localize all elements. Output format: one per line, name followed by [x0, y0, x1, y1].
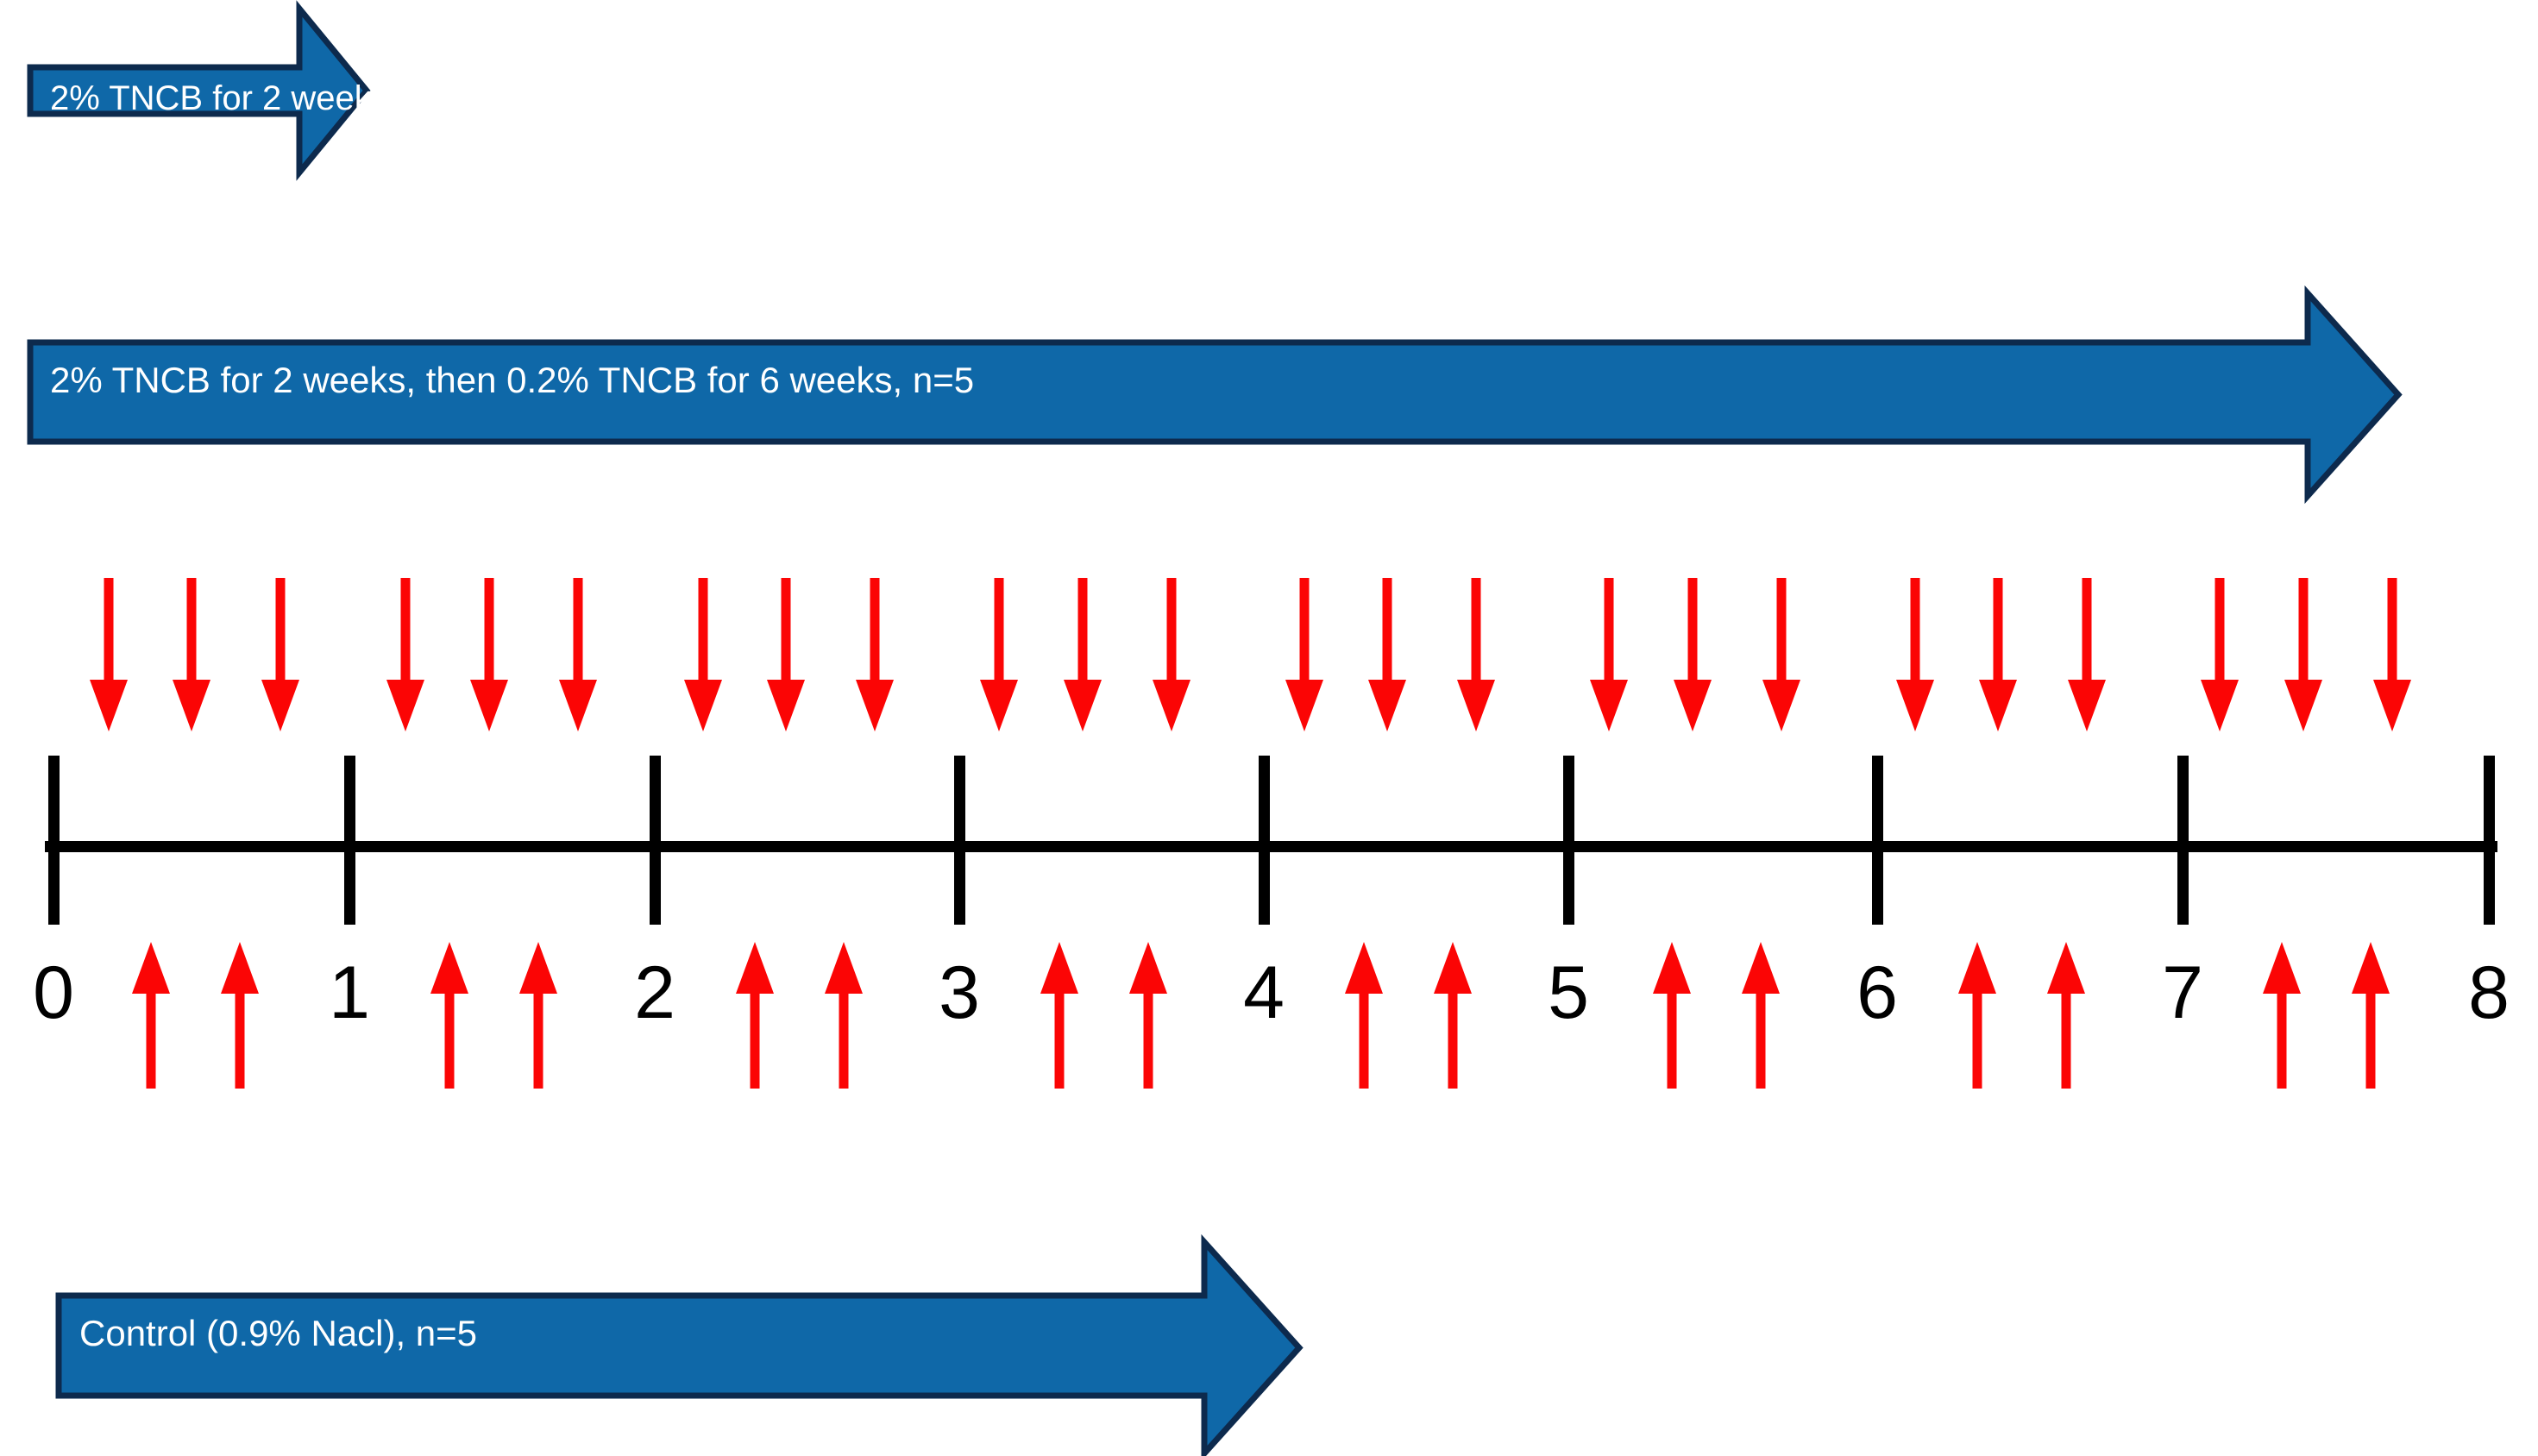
- down-arrow-icon: [1455, 578, 1497, 731]
- axis-tick-week-0: [47, 756, 60, 925]
- down-arrow-icon: [385, 578, 426, 731]
- down-arrow-icon: [1977, 578, 2019, 731]
- down-arrow-icon: [2283, 578, 2324, 731]
- up-arrow-icon: [518, 942, 559, 1089]
- down-arrow-icon: [854, 578, 895, 731]
- axis-label-week-6: 6: [1856, 951, 1898, 1034]
- down-arrow-icon: [1151, 578, 1192, 731]
- down-arrow-icon: [2066, 578, 2108, 731]
- axis-label-week-4: 4: [1243, 951, 1285, 1034]
- down-arrow-icon: [765, 578, 807, 731]
- axis-tick-week-6: [1871, 756, 1883, 925]
- axis-tick-week-5: [1562, 756, 1574, 925]
- up-arrow-icon: [429, 942, 470, 1089]
- up-arrow-icon: [734, 942, 776, 1089]
- axis-label-week-8: 8: [2468, 951, 2510, 1034]
- treatment-arrow-2-label: 2% TNCB for 2 weeks, then 0.2% TNCB for …: [50, 360, 975, 400]
- down-arrow-icon: [978, 578, 1020, 731]
- down-arrow-icon: [557, 578, 599, 731]
- up-arrow-icon: [130, 942, 172, 1089]
- down-arrow-icon: [1062, 578, 1103, 731]
- down-arrow-icon: [88, 578, 129, 731]
- up-arrow-icon: [2045, 942, 2087, 1089]
- treatment-arrow-1-label: 2% TNCB for 2 weeks, n=5: [50, 79, 467, 117]
- axis-baseline: [45, 841, 2497, 852]
- down-arrow-icon: [2372, 578, 2413, 731]
- down-arrow-icon: [1672, 578, 1713, 731]
- up-arrow-icon: [1957, 942, 1998, 1089]
- up-arrow-icon: [1740, 942, 1781, 1089]
- down-arrow-icon: [1284, 578, 1325, 731]
- axis-label-week-7: 7: [2162, 951, 2203, 1034]
- treatment-arrow-2: [27, 285, 2403, 505]
- control-arrow: [55, 1233, 1304, 1456]
- up-arrow-icon: [1039, 942, 1080, 1089]
- axis-tick-week-2: [649, 756, 661, 925]
- control-arrow-label: Control (0.9% Nacl), n=5: [79, 1313, 478, 1353]
- up-arrow-icon: [1432, 942, 1473, 1089]
- axis-label-week-1: 1: [329, 951, 370, 1034]
- axis-tick-week-1: [343, 756, 355, 925]
- axis-tick-week-8: [2483, 756, 2495, 925]
- axis-tick-week-7: [2177, 756, 2189, 925]
- treatment-arrow-1: [27, 0, 371, 181]
- axis-label-week-0: 0: [33, 951, 74, 1034]
- axis-tick-week-3: [953, 756, 965, 925]
- down-arrow-icon: [468, 578, 510, 731]
- axis-tick-week-4: [1258, 756, 1270, 925]
- down-arrow-icon: [1366, 578, 1408, 731]
- up-arrow-icon: [2350, 942, 2391, 1089]
- up-arrow-icon: [1343, 942, 1385, 1089]
- axis-label-week-5: 5: [1548, 951, 1589, 1034]
- down-arrow-icon: [2199, 578, 2240, 731]
- up-arrow-icon: [219, 942, 261, 1089]
- axis-label-week-3: 3: [939, 951, 980, 1034]
- axis-label-week-2: 2: [634, 951, 675, 1034]
- up-arrow-icon: [1651, 942, 1693, 1089]
- down-arrow-icon: [260, 578, 301, 731]
- down-arrow-icon: [1761, 578, 1802, 731]
- up-arrow-icon: [2261, 942, 2302, 1089]
- up-arrow-icon: [823, 942, 864, 1089]
- down-arrow-icon: [1588, 578, 1630, 731]
- up-arrow-icon: [1128, 942, 1169, 1089]
- down-arrow-icon: [1894, 578, 1936, 731]
- down-arrow-icon: [682, 578, 724, 731]
- down-arrow-icon: [171, 578, 212, 731]
